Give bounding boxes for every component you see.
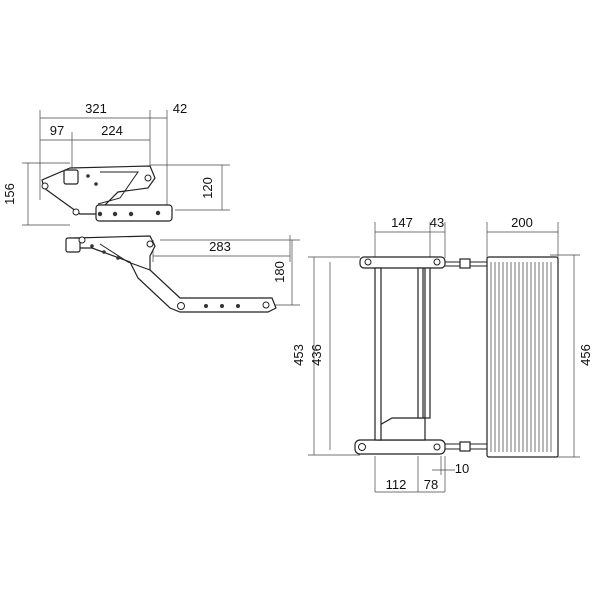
mount-hole	[358, 443, 366, 451]
rivet	[90, 244, 94, 248]
rivet	[112, 211, 118, 217]
dim-label-120: 120	[200, 177, 215, 199]
dim-label-78: 78	[424, 477, 438, 492]
dim-label-456: 456	[578, 344, 593, 366]
deployed-arm-link	[99, 243, 151, 271]
pivot-hole	[41, 182, 49, 190]
rivet	[204, 304, 208, 308]
drive-motor	[377, 417, 426, 441]
pivot-hole	[262, 301, 270, 309]
dim-label-224: 224	[101, 123, 123, 138]
rivet	[116, 256, 120, 260]
dim-label-10: 10	[455, 461, 469, 476]
top-rail	[359, 256, 446, 269]
mount-hole	[364, 258, 372, 266]
connector-clip	[459, 258, 471, 269]
pivot-hole	[72, 208, 80, 216]
dim-label-180: 180	[272, 261, 287, 283]
pivot-hole	[144, 174, 152, 182]
folded-arm-link	[97, 171, 139, 205]
rivet	[128, 211, 134, 217]
motor-block	[63, 169, 79, 185]
inner-bar	[424, 267, 431, 419]
rivet	[102, 250, 106, 254]
dim-label-436: 436	[309, 344, 324, 366]
dim-label-112: 112	[386, 477, 407, 492]
side-bar	[374, 267, 382, 441]
dim-label-147: 147	[391, 215, 413, 230]
rivet	[86, 174, 90, 178]
bottom-rail	[354, 439, 446, 455]
rivet	[97, 211, 103, 217]
dim-label-453: 453	[291, 344, 306, 366]
pivot-hole	[78, 236, 86, 244]
dim-label-283: 283	[209, 239, 231, 254]
top-view: 147 43 200 453 436 456	[291, 215, 593, 493]
dim-label-97: 97	[50, 123, 64, 138]
dim-label-321: 321	[85, 101, 107, 116]
deployed-arm-body	[74, 235, 277, 313]
side-view-retracted: 321 42 97 224 156 120	[2, 101, 230, 226]
rivet	[155, 210, 161, 216]
step-tread	[486, 256, 559, 458]
dim-label-42: 42	[173, 101, 187, 116]
pivot-hole	[177, 302, 185, 310]
dim-label-200: 200	[511, 215, 533, 230]
motor-block	[65, 237, 81, 253]
folded-step-tread	[95, 204, 173, 222]
inner-bar	[417, 267, 424, 419]
dim-label-156: 156	[2, 183, 17, 205]
rivet	[236, 304, 240, 308]
pivot-hole	[146, 240, 154, 248]
rivet	[94, 182, 98, 186]
mount-hole	[433, 443, 441, 451]
rivet	[220, 304, 224, 308]
dim-label-43: 43	[430, 215, 444, 230]
mount-hole	[433, 258, 441, 266]
connector-clip	[459, 441, 471, 452]
side-view-deployed: 283 180	[65, 235, 300, 313]
